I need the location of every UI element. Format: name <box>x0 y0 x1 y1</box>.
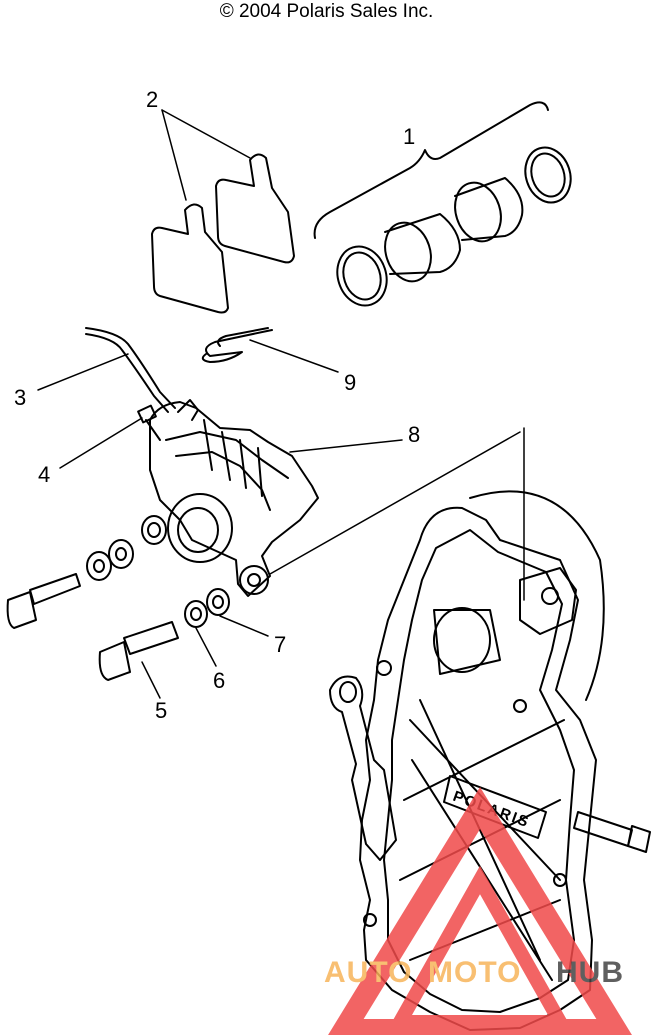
brake-pads <box>151 109 295 314</box>
watermark: AUTO MOTO HUB <box>324 786 632 1035</box>
brake-line <box>37 327 176 413</box>
callout-labels: 1 2 3 4 5 6 7 8 9 <box>14 87 420 723</box>
caliper-body <box>141 399 403 597</box>
callout-4: 4 <box>38 462 50 487</box>
callout-2: 2 <box>146 87 158 112</box>
piston-seal-kit <box>313 101 572 307</box>
callout-8: 8 <box>408 422 420 447</box>
bleeder-screw <box>59 404 161 469</box>
retaining-clip <box>201 327 339 373</box>
watermark-text-auto: AUTO <box>324 956 412 989</box>
watermark-text-hub: HUB <box>556 956 624 989</box>
chaincase-housing <box>329 490 651 1031</box>
callout-5: 5 <box>155 698 167 723</box>
watermark-text-moto: MOTO <box>428 956 521 989</box>
mounting-bolts-and-washers <box>6 427 525 699</box>
copyright-notice: © 2004 Polaris Sales Inc. <box>219 1 434 22</box>
callout-6: 6 <box>213 668 225 693</box>
callout-1: 1 <box>403 124 415 149</box>
callout-7: 7 <box>274 632 286 657</box>
callout-3: 3 <box>14 385 26 410</box>
callout-9: 9 <box>344 370 356 395</box>
